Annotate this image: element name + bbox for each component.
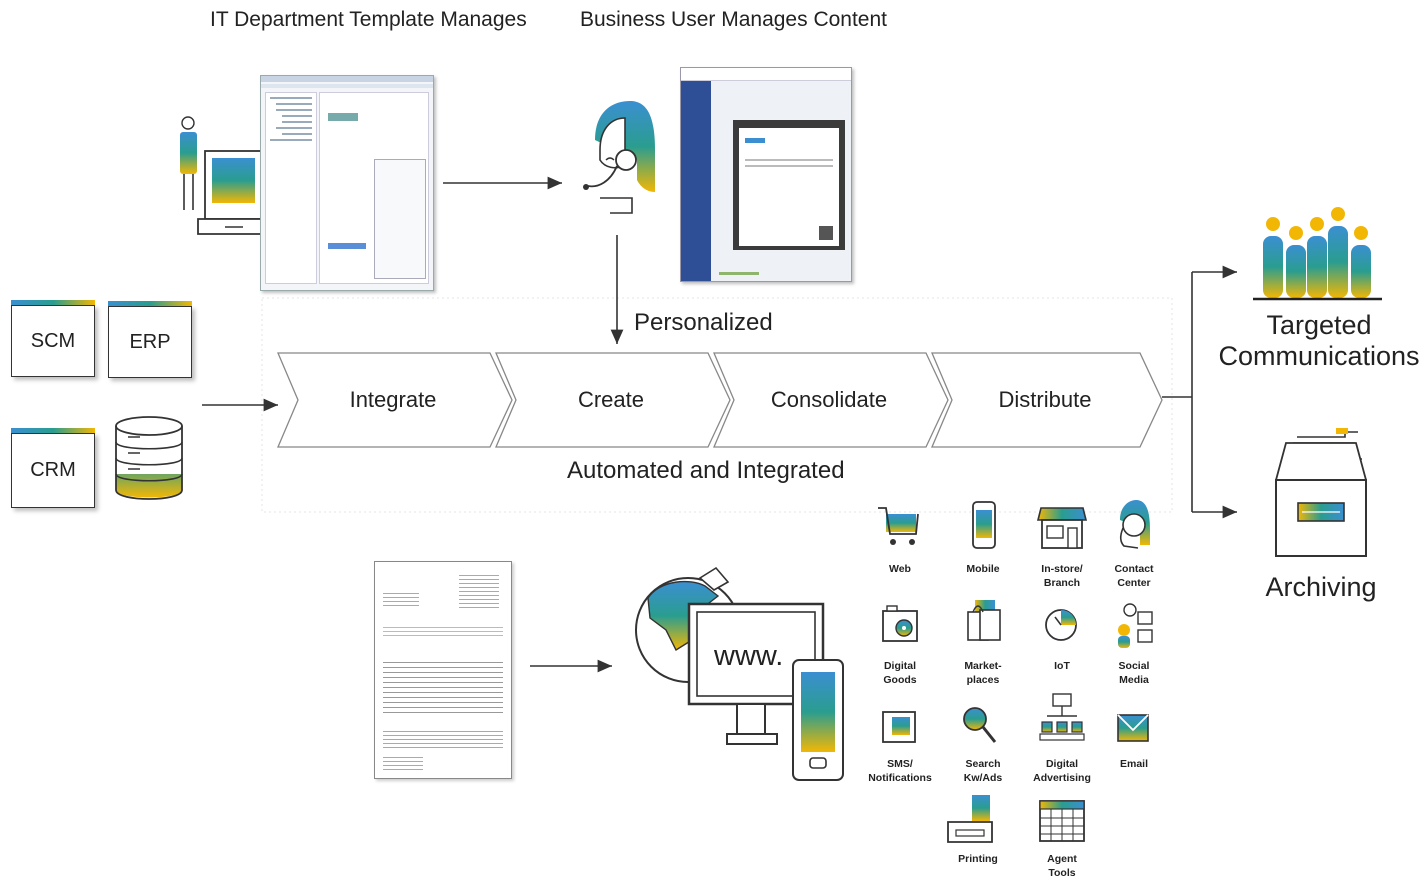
- erp-system-box: ERP: [108, 301, 192, 378]
- printed-statement-document: [374, 561, 512, 779]
- automated-integrated-label: Automated and Integrated: [567, 457, 845, 484]
- scm-system-box: SCM: [11, 300, 95, 377]
- channel-printing-label: Printing: [958, 853, 998, 865]
- scm-label: SCM: [30, 329, 76, 352]
- business-user-header: Business User Manages Content: [580, 8, 887, 31]
- crm-label: CRM: [30, 459, 76, 481]
- printer-icon: [947, 795, 993, 843]
- channel-store-label: In-store/Branch: [1041, 563, 1083, 590]
- step-integrate: Integrate: [349, 387, 437, 412]
- headset-agent-icon: [1119, 500, 1150, 549]
- template-editor-screenshot: [260, 75, 434, 291]
- step-distribute: Distribute: [998, 387, 1092, 412]
- content-editor-screenshot: [680, 67, 852, 282]
- clock-iot-icon: [1045, 609, 1077, 641]
- envelope-icon: [1117, 714, 1149, 742]
- digital-goods-icon: [882, 605, 918, 642]
- mobile-phone-icon: [972, 501, 996, 549]
- targeted-communications-label: Targeted Communications: [1214, 310, 1422, 372]
- process-chevrons: [277, 352, 1163, 448]
- www-label: www.: [714, 640, 784, 672]
- erp-label: ERP: [129, 330, 171, 353]
- step-consolidate: Consolidate: [770, 387, 888, 412]
- step-create: Create: [577, 387, 645, 412]
- channel-web-label: Web: [889, 563, 911, 575]
- channel-mobile-label: Mobile: [966, 563, 1000, 575]
- search-magnifier-icon: [963, 707, 997, 743]
- channel-email-label: Email: [1119, 758, 1148, 770]
- personalized-label: Personalized: [634, 309, 773, 336]
- archiving-label: Archiving: [1265, 572, 1377, 602]
- crm-system-box: CRM: [11, 428, 95, 508]
- targeted-line2: Communications: [1218, 341, 1420, 372]
- channel-sms-label: SMS/Notifications: [868, 758, 932, 785]
- store-icon: [1036, 507, 1088, 549]
- shopping-cart-icon: [878, 507, 919, 545]
- targeted-line1: Targeted: [1266, 310, 1372, 340]
- sms-notification-icon: [882, 711, 916, 743]
- it-department-header: IT Department Template Manages: [210, 8, 527, 31]
- social-media-icon: [1118, 603, 1153, 648]
- channel-iot-label: IoT: [1054, 660, 1070, 672]
- spreadsheet-tools-icon: [1039, 800, 1085, 842]
- network-advertising-icon: [1039, 693, 1085, 741]
- channel-marketplaces-label: Market-places: [964, 660, 1002, 687]
- marketplace-bag-icon: [967, 600, 1001, 641]
